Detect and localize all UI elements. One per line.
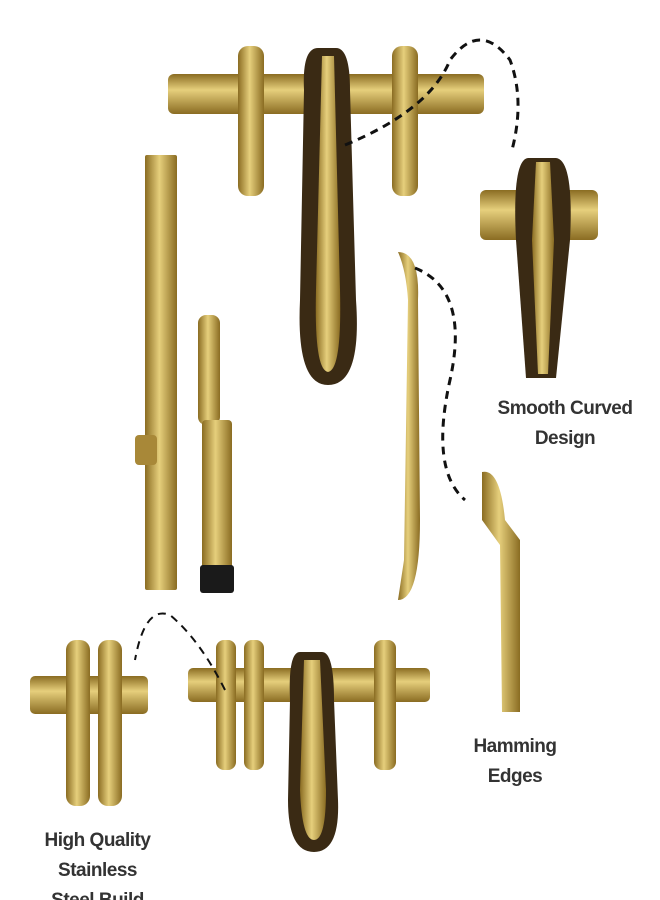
arrow-steel [134, 612, 226, 691]
window-handle [482, 471, 520, 712]
caption-line: Hamming [473, 736, 557, 757]
caption-line: High Quality Stainless [44, 830, 151, 881]
arrow-edges [414, 266, 466, 502]
caption-steel-build: High Quality Stainless Steel Build [15, 826, 180, 900]
aldrop-large [168, 46, 484, 385]
aldrop-small [188, 640, 430, 852]
caption-hamming: Hamming Edges [460, 732, 570, 792]
caption-line: Steel Build [15, 886, 180, 900]
aldrop-brackets [30, 640, 148, 806]
caption-line: Edges [487, 766, 543, 787]
caption-line: Smooth Curved [497, 398, 633, 419]
caption-smooth-curved: Smooth Curved Design [490, 394, 640, 454]
door-stopper [198, 315, 234, 593]
arrows [134, 38, 520, 691]
tower-bolt [135, 155, 177, 590]
caption-line: Design [534, 428, 596, 449]
arrow-curved [344, 38, 520, 151]
handle-detail [480, 158, 598, 378]
pull-handle [398, 252, 420, 600]
